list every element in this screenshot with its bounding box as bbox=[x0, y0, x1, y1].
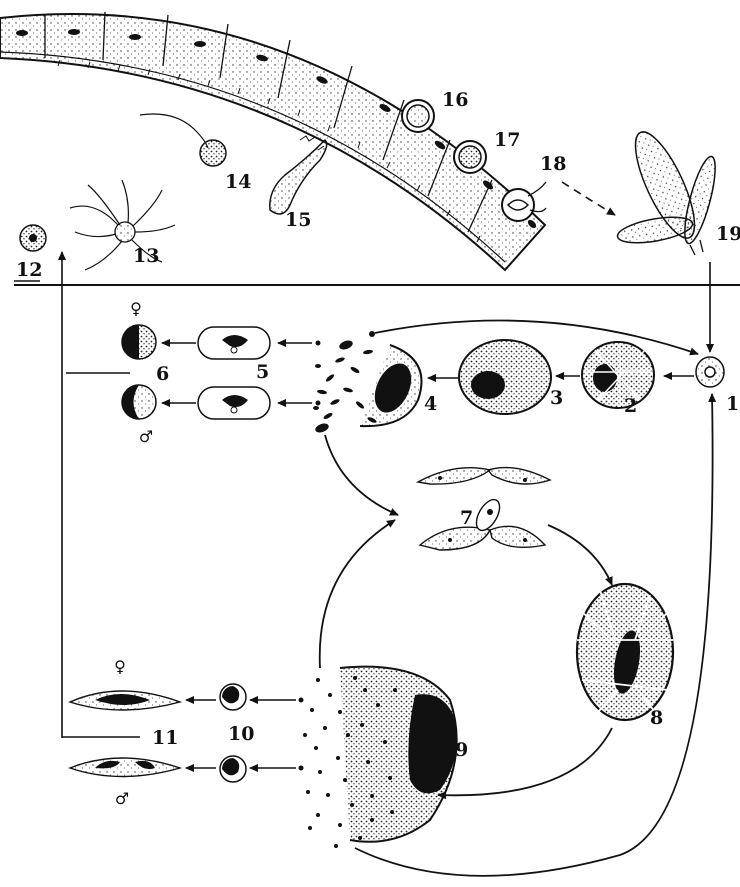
label-17: 17 bbox=[494, 129, 520, 151]
label-2: 2 bbox=[624, 395, 637, 417]
stage-19-sporulated-oocyst bbox=[616, 125, 722, 255]
stage-7-infected-cells bbox=[418, 468, 550, 550]
stage-9-merozoite-release bbox=[303, 667, 457, 848]
female-symbol-11: ♀ bbox=[114, 657, 126, 676]
label-16: 16 bbox=[442, 89, 468, 111]
label-18: 18 bbox=[540, 153, 566, 175]
stage-8-mature-schizont bbox=[577, 584, 673, 720]
stage-1-trophozoite bbox=[696, 357, 724, 387]
stage-18-oocyst-released bbox=[502, 182, 546, 221]
arrow-4-to-7 bbox=[325, 435, 398, 515]
label-10: 10 bbox=[228, 723, 254, 745]
label-19: 19 bbox=[716, 223, 740, 245]
female-symbol-6: ♀ bbox=[130, 299, 142, 318]
stage-6-gametes bbox=[122, 325, 156, 419]
stage-4-merozoite-release bbox=[313, 339, 422, 434]
stage-14-cell bbox=[140, 114, 226, 166]
label-14: 14 bbox=[225, 171, 251, 193]
label-8: 8 bbox=[650, 707, 663, 729]
stage-2-schizont bbox=[582, 342, 654, 408]
stage-16-oocyst-wall-forming bbox=[402, 100, 434, 132]
stage-17-zygote bbox=[454, 141, 486, 173]
stage-12-cell bbox=[20, 225, 46, 251]
label-4: 4 bbox=[424, 393, 437, 415]
label-3: 3 bbox=[550, 387, 563, 409]
label-13: 13 bbox=[133, 245, 159, 267]
label-7: 7 bbox=[460, 507, 473, 529]
arrow-18-to-19 bbox=[562, 182, 615, 215]
stage-15-sporozoite bbox=[270, 136, 327, 214]
intestinal-epithelium bbox=[0, 12, 545, 270]
label-9: 9 bbox=[455, 739, 468, 761]
label-12: 12 bbox=[16, 259, 42, 281]
stage-3-schizont bbox=[459, 340, 551, 414]
label-11: 11 bbox=[152, 727, 178, 749]
label-15: 15 bbox=[285, 209, 311, 231]
label-6: 6 bbox=[156, 363, 169, 385]
label-5: 5 bbox=[256, 361, 269, 383]
label-1: 1 bbox=[726, 393, 739, 415]
male-symbol-11: ♂ bbox=[115, 789, 129, 808]
arrow-9-to-7 bbox=[320, 520, 395, 668]
arrow-7-to-8 bbox=[548, 525, 612, 585]
male-symbol-6: ♂ bbox=[139, 427, 153, 446]
